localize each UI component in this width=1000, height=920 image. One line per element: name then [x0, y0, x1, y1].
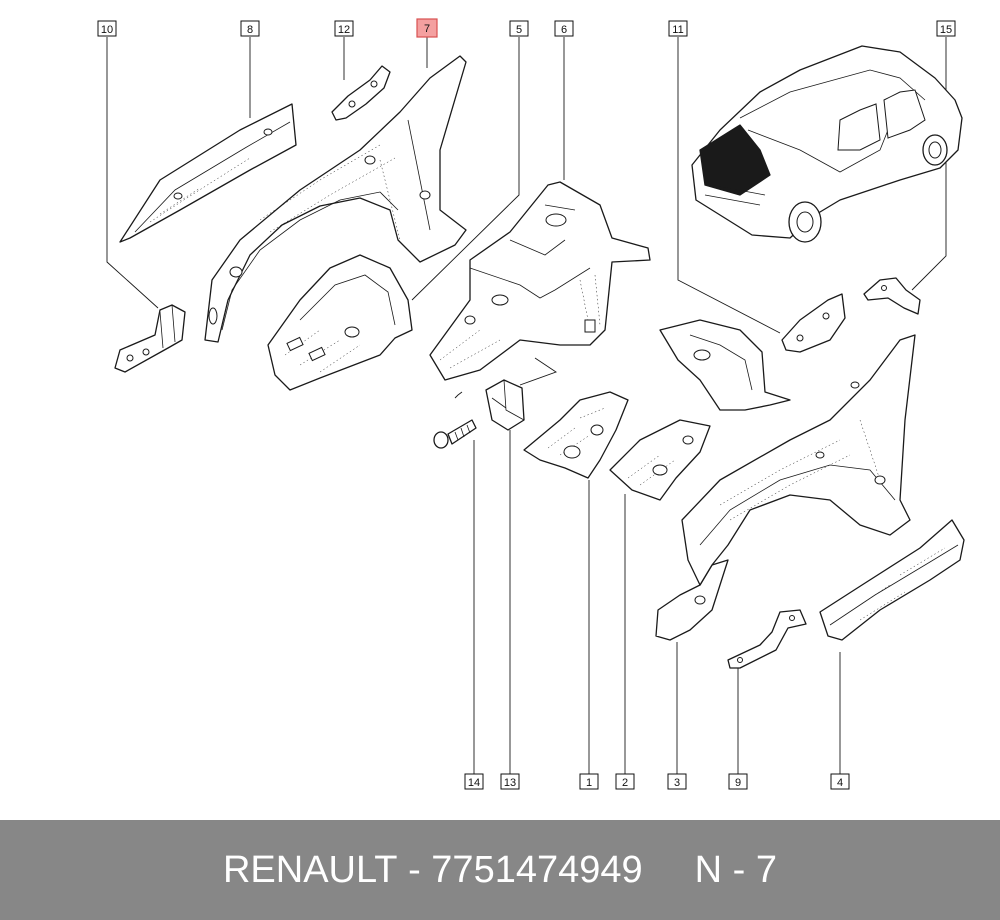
svg-text:5: 5	[516, 24, 522, 36]
svg-text:4: 4	[837, 777, 843, 789]
footer-separator: -	[408, 848, 421, 891]
car-illustration	[691, 45, 963, 243]
callout-10: 10	[97, 20, 117, 37]
svg-text:3: 3	[674, 777, 680, 789]
callout-3: 3	[667, 773, 687, 790]
reference-number: 7	[755, 848, 778, 891]
part-12-small-bracket	[331, 65, 391, 121]
callout-11: 11	[668, 20, 688, 37]
svg-text:14: 14	[468, 777, 480, 789]
part-6-front-structure	[429, 181, 651, 381]
reference-letter: N	[694, 848, 723, 891]
svg-text:13: 13	[504, 777, 516, 789]
callout-4: 4	[830, 773, 850, 790]
svg-text:8: 8	[247, 24, 253, 36]
brand-name: RENAULT	[222, 848, 398, 891]
part-14-bolt	[433, 419, 477, 449]
part-13-block	[485, 379, 525, 431]
callout-15: 15	[936, 20, 956, 37]
callout-2: 2	[615, 773, 635, 790]
callout-9: 9	[728, 773, 748, 790]
part-1-lower-bracket	[523, 391, 629, 479]
svg-text:6: 6	[561, 24, 567, 36]
svg-text:9: 9	[735, 777, 741, 789]
part-7-wing-panel	[204, 55, 467, 343]
svg-text:12: 12	[338, 24, 350, 36]
part-3-front-panel	[655, 319, 916, 641]
part-10-bracket	[114, 304, 186, 373]
callout-6: 6	[554, 20, 574, 37]
svg-text:7: 7	[424, 23, 430, 35]
callout-7-highlighted: 7	[416, 18, 438, 38]
callout-12: 12	[334, 20, 354, 37]
part-9-strap	[727, 609, 807, 669]
part-8-upper-rail	[119, 103, 297, 243]
part-number-footer: RENAULT - 7751474949 N - 7	[0, 820, 1000, 920]
reference-separator: -	[732, 848, 746, 891]
callout-8: 8	[240, 20, 260, 37]
part-5-wheel-arch	[267, 254, 413, 391]
part-4-lower-rail	[819, 519, 965, 641]
part-11-bracket	[781, 293, 846, 353]
callout-1: 1	[579, 773, 599, 790]
exploded-parts-diagram: 10 8 12 7 5 6 11 15	[97, 18, 965, 790]
part-15-bracket	[863, 277, 921, 315]
svg-text:2: 2	[622, 777, 628, 789]
svg-text:1: 1	[586, 777, 592, 789]
part-number: 7751474949	[431, 848, 643, 891]
callout-labels: 10 8 12 7 5 6 11 15	[97, 18, 956, 790]
callout-5: 5	[509, 20, 529, 37]
part-2-lower-bracket	[609, 419, 711, 501]
svg-text:15: 15	[940, 24, 952, 36]
callout-13: 13	[500, 773, 520, 790]
callout-14: 14	[464, 773, 484, 790]
svg-text:10: 10	[101, 24, 113, 36]
svg-text:11: 11	[672, 24, 683, 36]
leader-lines	[106, 37, 947, 775]
